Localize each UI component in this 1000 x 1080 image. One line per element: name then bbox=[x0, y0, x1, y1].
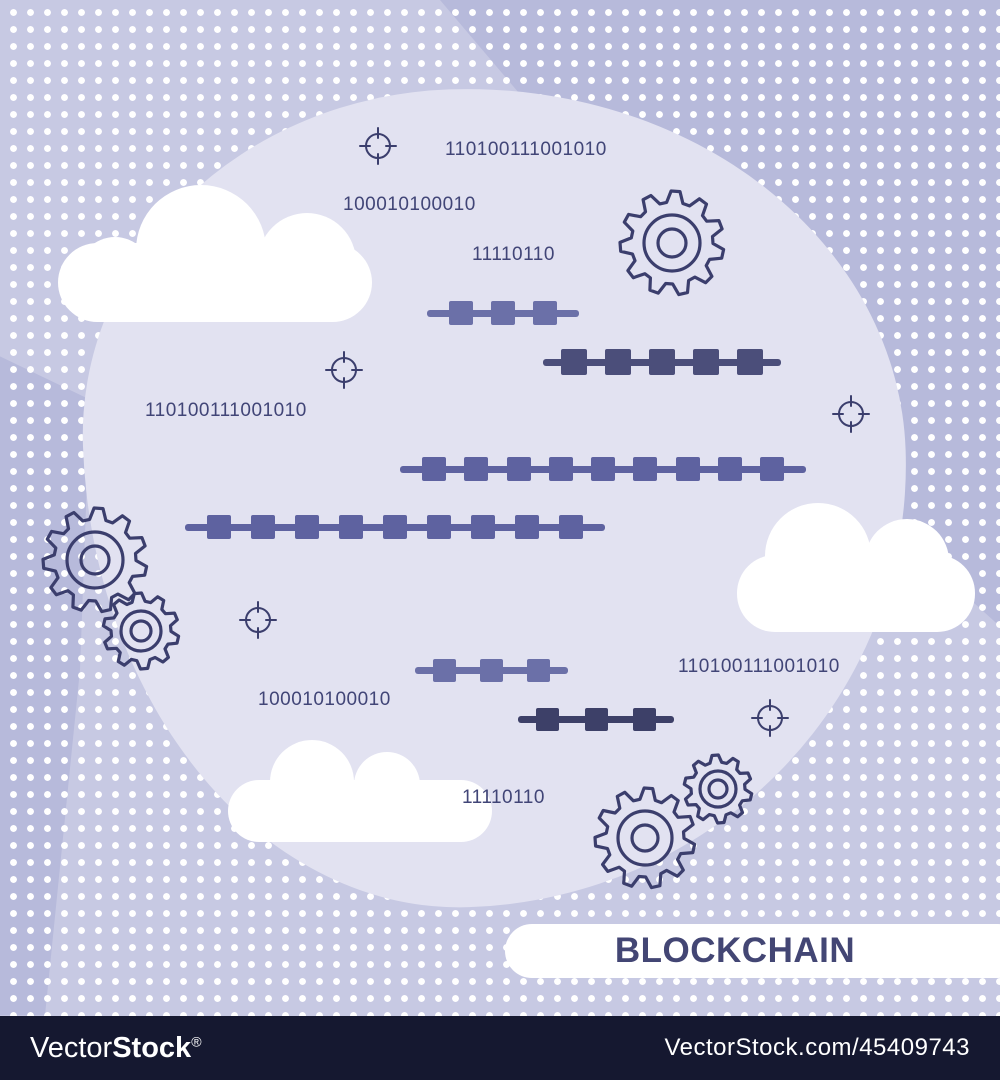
blockchain-chain bbox=[185, 515, 605, 539]
chain-block bbox=[760, 457, 784, 481]
target-icon bbox=[359, 127, 397, 165]
blockchain-chain bbox=[518, 708, 674, 731]
watermark-brand-bold: Stock bbox=[112, 1031, 192, 1064]
chain-block bbox=[471, 515, 495, 539]
chain-block bbox=[527, 659, 550, 682]
cloud-icon bbox=[737, 503, 975, 632]
target-icon bbox=[325, 351, 363, 389]
cloud-icon bbox=[58, 185, 372, 322]
gear-icon bbox=[591, 784, 699, 892]
chain-block bbox=[717, 457, 742, 481]
chain-block bbox=[737, 349, 763, 375]
gear-icon bbox=[680, 751, 756, 827]
page-title: BLOCKCHAIN bbox=[614, 931, 856, 970]
watermark-url: VectorStock.com/45409743 bbox=[664, 1034, 970, 1061]
chain-block bbox=[491, 301, 515, 325]
chain-block bbox=[649, 349, 675, 375]
chain-block bbox=[339, 515, 363, 539]
chain-block bbox=[207, 515, 231, 539]
chain-block bbox=[449, 301, 473, 325]
binary-code-label: 11110110 bbox=[462, 787, 545, 808]
gear-icon bbox=[616, 187, 728, 299]
chain-block bbox=[427, 515, 451, 539]
chain-block bbox=[533, 301, 557, 325]
binary-code-label: 100010100010 bbox=[258, 689, 391, 710]
chain-block bbox=[633, 457, 658, 481]
chain-block bbox=[480, 659, 503, 682]
chain-block bbox=[515, 515, 539, 539]
binary-code-label: 100010100010 bbox=[343, 194, 476, 215]
target-icon bbox=[239, 601, 277, 639]
target-icon bbox=[751, 699, 789, 737]
blockchain-chain bbox=[427, 301, 579, 325]
chain-block bbox=[633, 708, 656, 731]
chain-block bbox=[295, 515, 319, 539]
chain-block bbox=[251, 515, 275, 539]
binary-code-label: 110100111001010 bbox=[678, 656, 840, 677]
watermark-brand: VectorStock® bbox=[30, 1032, 202, 1065]
cloud-icon bbox=[228, 740, 492, 842]
title-banner: BLOCKCHAIN bbox=[505, 924, 1000, 978]
chain-block bbox=[464, 457, 489, 481]
blockchain-chain bbox=[400, 457, 806, 481]
target-icon bbox=[832, 395, 870, 433]
chain-block bbox=[584, 708, 608, 731]
blockchain-chain bbox=[543, 349, 781, 375]
chain-block bbox=[536, 708, 559, 731]
watermark-bar: VectorStock® VectorStock.com/45409743 bbox=[0, 1016, 1000, 1080]
binary-code-label: 110100111001010 bbox=[445, 139, 607, 160]
binary-code-label: 110100111001010 bbox=[145, 400, 307, 421]
gear-icon bbox=[39, 504, 151, 616]
chain-block bbox=[605, 349, 631, 375]
chain-block bbox=[561, 349, 587, 375]
chain-block bbox=[548, 457, 573, 481]
gear-icon bbox=[99, 589, 183, 673]
chain-block bbox=[383, 515, 407, 539]
registered-mark: ® bbox=[191, 1032, 202, 1049]
chain-block bbox=[422, 457, 446, 481]
chain-block bbox=[591, 457, 615, 481]
chain-block bbox=[693, 349, 719, 375]
chain-block bbox=[675, 457, 700, 481]
chain-block bbox=[559, 515, 583, 539]
binary-code-label: 11110110 bbox=[472, 244, 555, 265]
chain-block bbox=[506, 457, 531, 481]
blockchain-chain bbox=[415, 659, 568, 682]
chain-block bbox=[433, 659, 456, 682]
watermark-brand-light: Vector bbox=[30, 1031, 113, 1064]
